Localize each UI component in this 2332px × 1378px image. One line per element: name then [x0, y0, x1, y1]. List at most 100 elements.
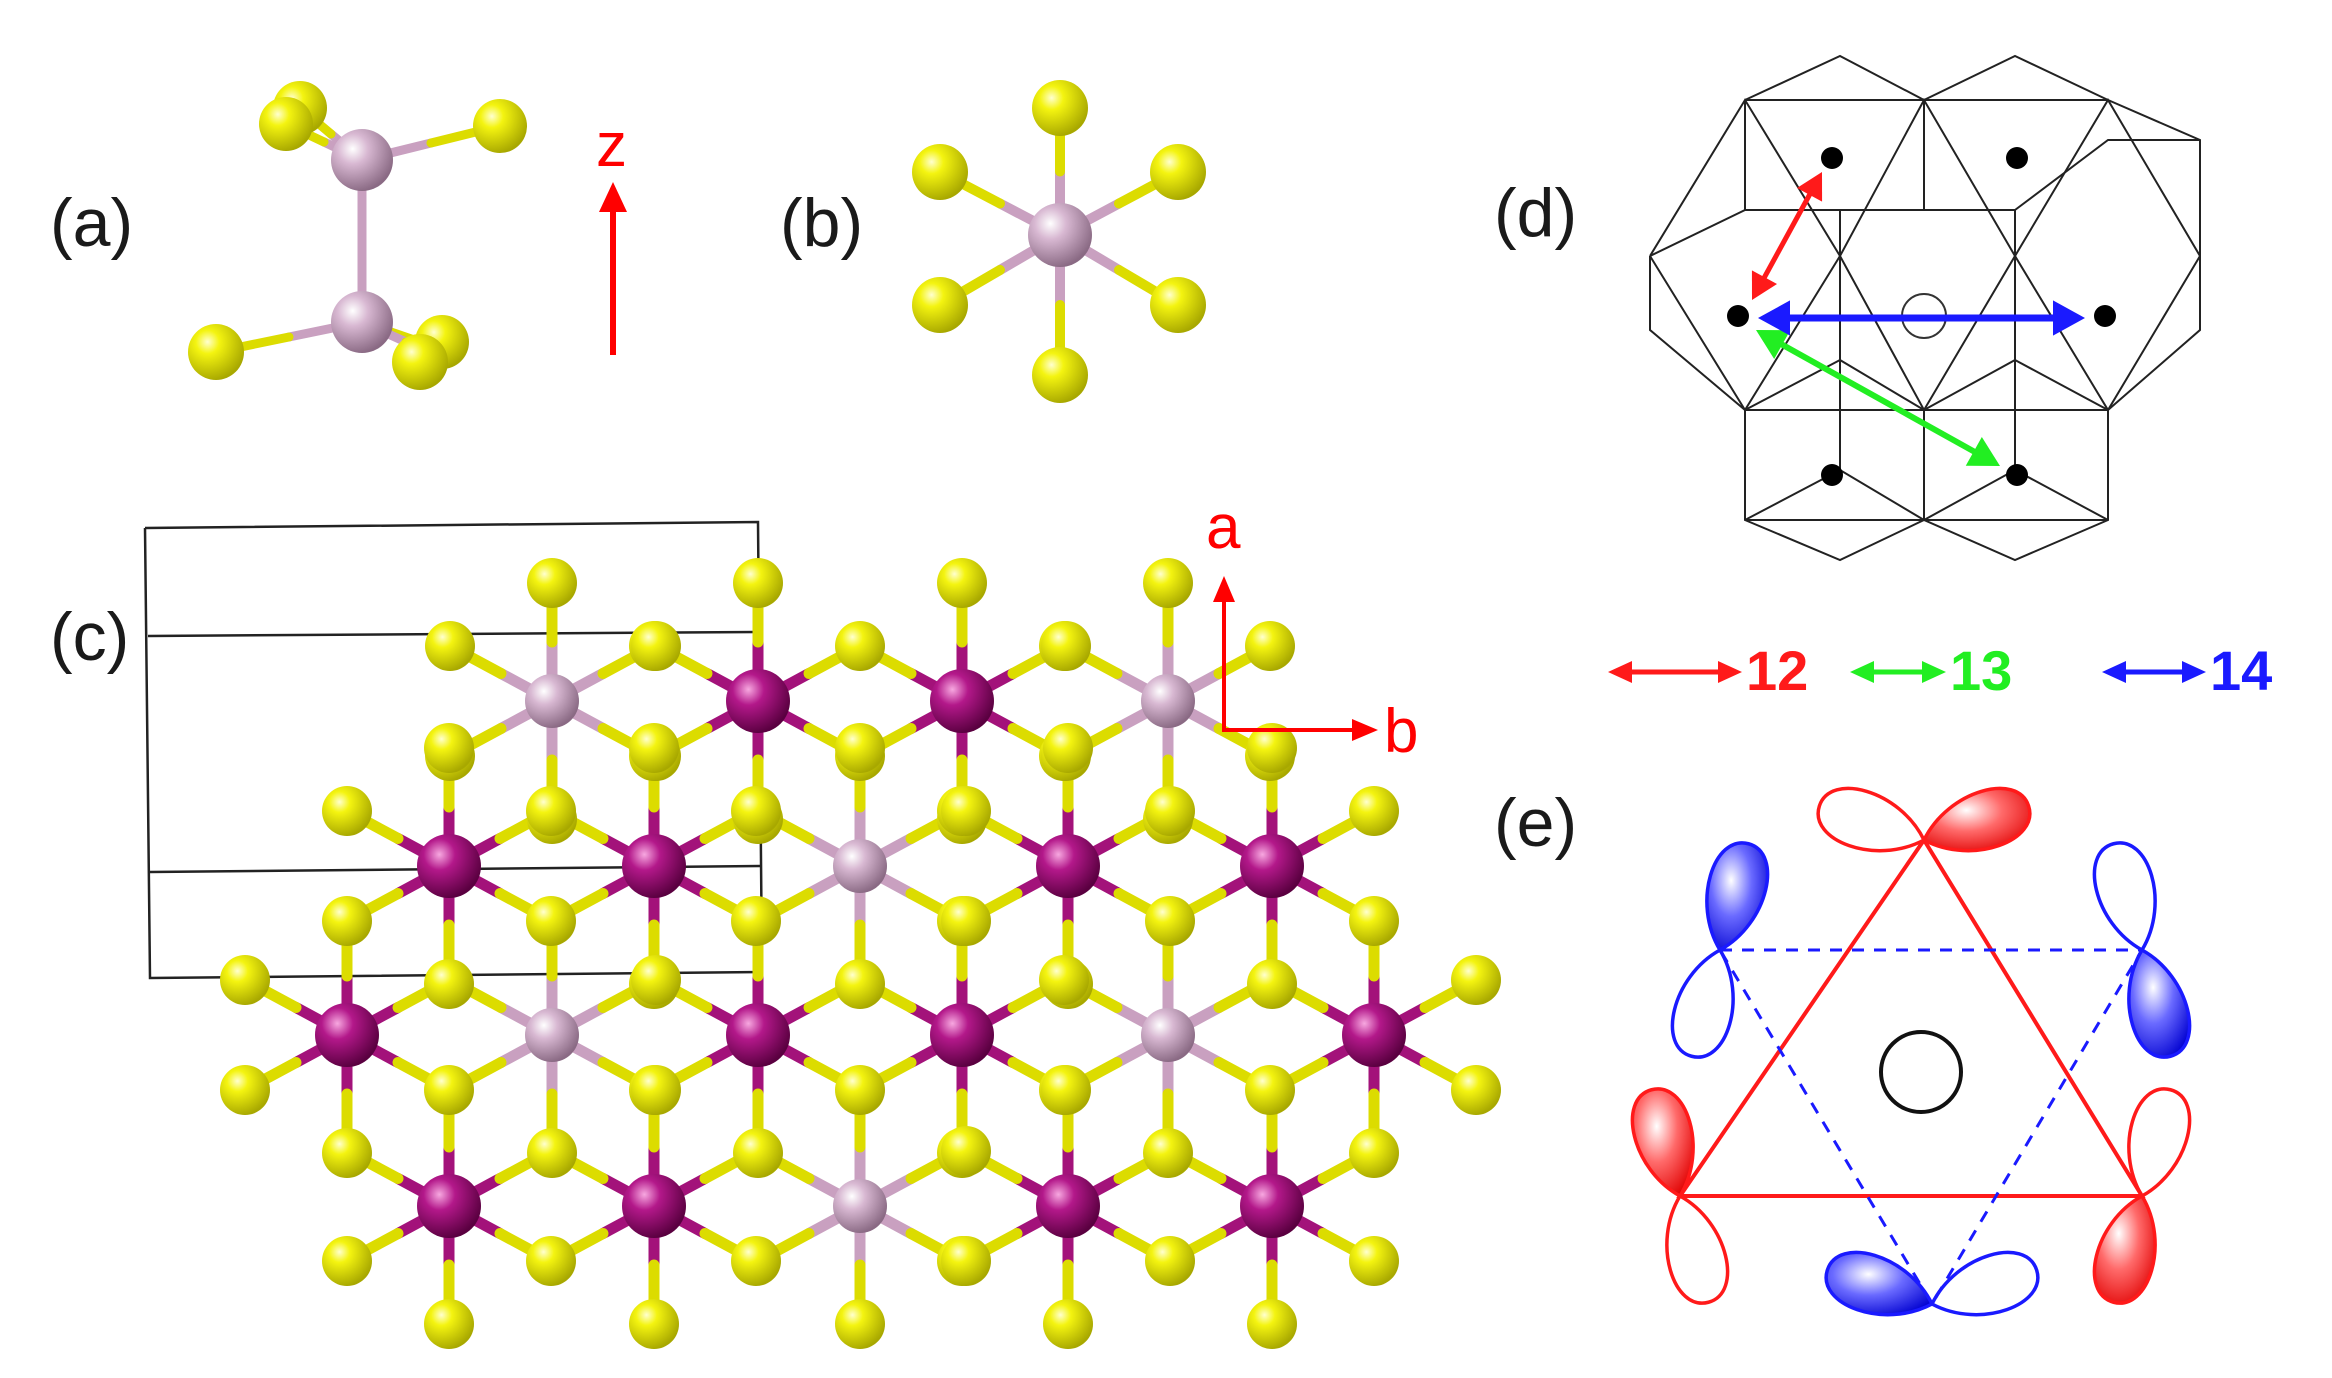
sulfur-atom: [1145, 1236, 1195, 1286]
sulfur-atom: [220, 1065, 270, 1115]
panel-a-dimer: [188, 81, 527, 390]
metal-atom: [622, 1174, 686, 1238]
orbital-lobe-filled: [1630, 1087, 1695, 1199]
orbital-lobe-filled: [1921, 786, 2032, 853]
panel-e-orbitals: [1630, 786, 2192, 1317]
metal-atom: [1036, 1174, 1100, 1238]
orbital-lobes: [1630, 786, 2192, 1317]
sulfur-atom: [1143, 1128, 1193, 1178]
hopping-arrows: [1751, 172, 2085, 466]
metal-atom: [930, 669, 994, 733]
legend-label-13: 13: [1950, 639, 2012, 702]
dimer-atom: [1141, 1008, 1195, 1062]
hop-arrow-12: [1759, 189, 1815, 283]
sulfur-atom: [631, 1065, 681, 1115]
sulfur-atom: [1349, 786, 1399, 836]
sulfur-atom: [527, 558, 577, 608]
sulfur-atom: [941, 896, 991, 946]
ab-axes: [1213, 576, 1378, 741]
sulfur-atom: [1349, 1236, 1399, 1286]
sulfur-atom: [941, 786, 991, 836]
sulfur-atom: [392, 334, 448, 390]
blue-dashed-triangle: [1717, 948, 2145, 1307]
grid-line: [1744, 410, 2109, 562]
legend-label-14: 14: [2210, 639, 2272, 702]
sulfur-atom: [473, 99, 527, 153]
sulfur-atom: [733, 1128, 783, 1178]
panel-label-b: (b): [780, 185, 863, 261]
orbital-lobe: [1929, 1250, 2040, 1317]
red-triangle: [1676, 836, 2146, 1198]
metal-atom: [1036, 834, 1100, 898]
metal-atom: [1342, 1003, 1406, 1067]
hop-arrow-14-head: [2053, 300, 2085, 336]
orbital-lobe: [1665, 1193, 1730, 1305]
legend-arrow-13-head: [1850, 661, 1874, 683]
hop-arrow-12-head: [1751, 270, 1778, 300]
sulfur-atom: [631, 621, 681, 671]
sulfur-atom: [1041, 1065, 1091, 1115]
legend-arrow-12-head: [1608, 661, 1632, 683]
orbital-lobe: [2092, 841, 2157, 953]
sulfur-atom: [1143, 558, 1193, 608]
metal-atom: [930, 1003, 994, 1067]
sulfur-atom: [526, 1236, 576, 1286]
sulfur-atom: [322, 1128, 372, 1178]
dimer-atom: [525, 674, 579, 728]
legend-arrows: [1608, 661, 2206, 683]
dimer-atom: [331, 291, 393, 353]
grid-line: [1744, 54, 2201, 256]
sulfur-atom: [941, 1126, 991, 1176]
orbital-lobe-filled: [1824, 1250, 1935, 1317]
sulfur-atom: [731, 1236, 781, 1286]
site-dots: [1727, 147, 2116, 486]
sulfur-atom: [1150, 277, 1206, 333]
sulfur-atom: [1145, 786, 1195, 836]
legend-label-12: 12: [1746, 639, 1808, 702]
orbital-lobe-filled: [2092, 1193, 2157, 1305]
dimer-atom: [1141, 674, 1195, 728]
sulfur-atom: [1451, 1065, 1501, 1115]
panel-c-lattice: [143, 520, 1501, 1349]
grid-line: [2107, 256, 2201, 411]
sulfur-atom: [731, 786, 781, 836]
site-dot: [1727, 305, 1749, 327]
sulfur-atom: [425, 621, 475, 671]
orbital-lobe-filled: [2127, 947, 2192, 1059]
sulfur-atom: [1032, 347, 1088, 403]
orbital-lobe: [1670, 947, 1735, 1059]
legend-arrow-14-head: [2102, 661, 2126, 683]
dimer-atom: [331, 129, 393, 191]
site-dot: [1821, 147, 1843, 169]
sulfur-atom: [527, 1128, 577, 1178]
legend-arrow-12-head: [1718, 661, 1742, 683]
metal-atom: [622, 834, 686, 898]
legend-arrow-13-head: [1922, 661, 1946, 683]
site-dot: [2006, 464, 2028, 486]
sulfur-atom: [1245, 621, 1295, 671]
sulfur-atom: [631, 955, 681, 1005]
metal-atom: [417, 834, 481, 898]
sulfur-atom: [220, 955, 270, 1005]
orbital-lobe: [1816, 786, 1927, 853]
sulfur-atom: [731, 896, 781, 946]
lattice-atoms: [220, 558, 1501, 1349]
sulfur-atom: [322, 1236, 372, 1286]
z-axis-arrow: [599, 182, 627, 355]
sulfur-atom: [259, 97, 313, 151]
dimer-atom: [833, 1179, 887, 1233]
sulfur-atom: [424, 723, 474, 773]
hop-arrow-13: [1775, 339, 1981, 457]
sulfur-atom: [912, 277, 968, 333]
grid-line: [2014, 359, 2109, 411]
panel-label-c: (c): [50, 599, 129, 675]
metal-atom: [315, 1003, 379, 1067]
sulfur-atom: [1039, 955, 1089, 1005]
dimer-atom: [525, 1008, 579, 1062]
panel-label-e: (e): [1494, 785, 1577, 861]
hop-arrow-12-head: [1796, 172, 1823, 202]
metal-atom: [1240, 834, 1304, 898]
sulfur-atom: [1145, 896, 1195, 946]
sulfur-atom: [424, 959, 474, 1009]
